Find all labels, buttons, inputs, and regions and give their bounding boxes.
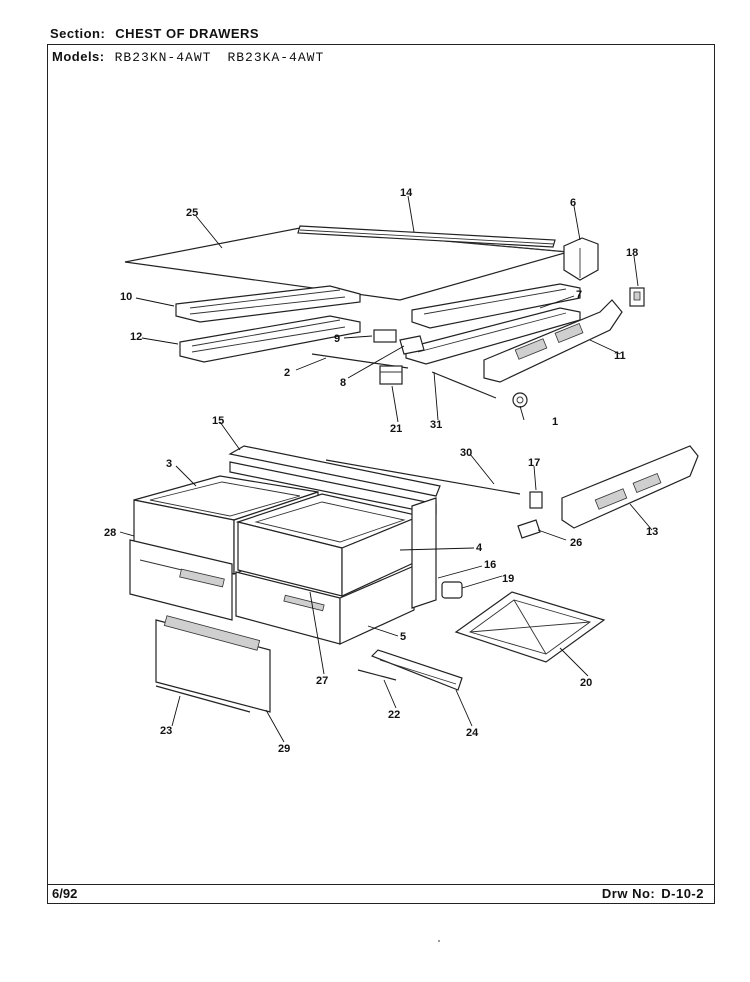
part-side-panel [411,497,437,609]
footer-bar: 6/92 Drw No: D-10-2 [48,884,714,903]
models-label: Models: [52,49,105,64]
part-slide-track [370,649,463,691]
callout-15: 15 [212,415,224,427]
callout-27: 27 [316,675,328,687]
callout-30: 30 [460,447,472,459]
callout-11: 11 [614,350,626,362]
part-front-cover-panel [155,615,271,713]
part-left-upper-rail [175,285,361,323]
part-right-upper-rail [411,283,581,329]
callout-20: 20 [580,677,592,689]
revision-date: 6/92 [52,886,78,901]
part-right-drawer [235,493,422,597]
callout-19: 19 [502,573,514,585]
callout-23: 23 [160,725,172,737]
part-right-bracket-upper [483,299,623,383]
model-number: RB23KA-4AWT [227,50,325,65]
leader-lines [119,195,653,743]
model-number: RB23KN-4AWT [114,50,212,65]
part-divider-frame [454,591,606,663]
callout-7: 7 [576,289,582,301]
callout-1: 1 [552,416,558,428]
part-cover-frame [297,225,556,248]
part-clip [629,287,645,307]
part-right-lower-drawer [235,565,415,645]
drawing-number: Drw No: D-10-2 [602,886,704,901]
callout-labels: 1 2 3 4 5 6 7 8 9 10 11 12 13 14 15 16 1… [104,187,658,755]
part-stop-block [379,365,403,385]
callout-3: 3 [166,458,172,470]
callout-9: 9 [334,333,340,345]
part-spring [431,371,497,399]
callout-2: 2 [284,367,290,379]
callout-18: 18 [626,247,638,259]
part-drawer-stop [441,581,463,599]
callout-29: 29 [278,743,290,755]
callout-6: 6 [570,197,576,209]
models-line: Models: RB23KN-4AWT RB23KA-4AWT [52,49,340,65]
part-left-lower-rail [179,315,361,363]
callout-4: 4 [476,542,483,554]
part-trim-strip [155,685,251,713]
callout-10: 10 [120,291,132,303]
part-end-cap [563,237,599,281]
section-label: Section: [50,26,106,41]
part-right-bracket-lower [561,445,699,529]
part-slide-block [373,329,397,343]
callout-22: 22 [388,709,400,721]
callout-16: 16 [484,559,496,571]
part-small-rod [357,669,397,681]
drawing-number-value: D-10-2 [661,886,704,901]
callout-17: 17 [528,457,540,469]
drawing-frame: Models: RB23KN-4AWT RB23KA-4AWT 6/92 Drw N… [47,44,715,904]
part-nut [512,392,528,408]
part-latch [517,519,541,539]
drawing-number-label: Drw No: [601,886,656,901]
callout-5: 5 [400,631,406,643]
callout-21: 21 [390,423,402,435]
callout-25: 25 [186,207,198,219]
section-value: CHEST OF DRAWERS [115,26,260,41]
callout-8: 8 [340,377,346,389]
part-mount-bracket [399,335,425,355]
callout-26: 26 [570,537,582,549]
callout-14: 14 [400,187,413,199]
scan-speck [438,940,440,942]
callout-12: 12 [130,331,142,343]
part-long-rod [325,459,521,495]
part-clip-small [529,491,543,509]
callout-13: 13 [646,526,658,538]
callout-24: 24 [466,727,479,739]
callout-28: 28 [104,527,116,539]
section-title: Section: CHEST OF DRAWERS [50,26,259,41]
callout-31: 31 [430,419,442,431]
part-left-drawer-front [129,539,233,621]
